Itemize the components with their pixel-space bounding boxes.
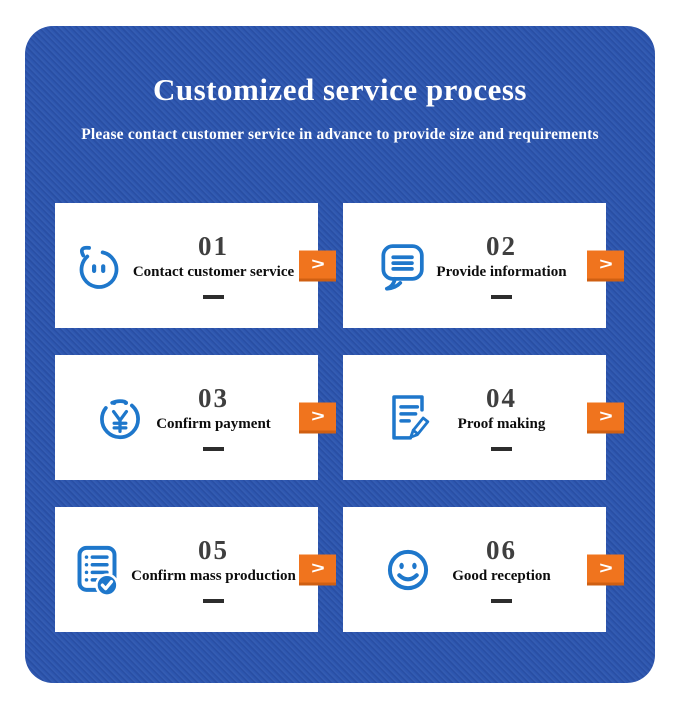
underline-dash: [203, 294, 224, 299]
next-step-arrow-button[interactable]: >: [299, 250, 336, 281]
smiley-face-icon: [380, 542, 436, 598]
step-number: 04: [486, 383, 517, 414]
step-number: 01: [198, 231, 229, 262]
step-number: 06: [486, 535, 517, 566]
chevron-right-icon: >: [310, 558, 325, 578]
next-step-arrow-button[interactable]: >: [587, 554, 624, 585]
step-label: Contact customer service: [132, 263, 295, 280]
document-pencil-icon: [380, 390, 436, 446]
page-subtitle: Please contact customer service in advan…: [81, 126, 599, 143]
next-step-arrow-button[interactable]: >: [299, 402, 336, 433]
step-label: Confirm payment: [156, 415, 271, 432]
underline-dash: [203, 446, 224, 451]
checklist-check-icon: [69, 542, 125, 598]
page-title: Customized service process: [152, 72, 527, 107]
step-number: 05: [198, 535, 229, 566]
step-card: 04 Proof making >: [343, 355, 624, 480]
step-card: 03 Confirm payment >: [55, 355, 336, 480]
next-step-arrow-button[interactable]: >: [587, 402, 624, 433]
chevron-right-icon: >: [310, 406, 325, 426]
underline-dash: [203, 598, 224, 603]
step-card: 05 Confirm mass production >: [55, 507, 336, 632]
step-number: 03: [198, 383, 229, 414]
underline-dash: [491, 598, 512, 603]
yuan-coin-icon: [92, 390, 148, 446]
step-number: 02: [485, 231, 517, 262]
steps-grid: 01 Contact customer service > 02 Provide…: [25, 203, 655, 632]
underline-dash: [491, 446, 512, 451]
step-label: Provide information: [436, 263, 567, 280]
chevron-right-icon: >: [598, 406, 613, 426]
next-step-arrow-button[interactable]: >: [299, 554, 336, 585]
chevron-right-icon: >: [310, 254, 325, 274]
chevron-right-icon: >: [598, 558, 613, 578]
step-label: Good reception: [452, 567, 551, 584]
underline-dash: [490, 294, 512, 299]
speech-bubble-lines-icon: [374, 238, 430, 294]
step-card: 06 Good reception >: [343, 507, 624, 632]
chat-face-icon: [71, 238, 127, 294]
step-label: Proof making: [457, 415, 546, 432]
step-card: 01 Contact customer service >: [55, 203, 336, 328]
step-card: 02 Provide information >: [343, 203, 624, 328]
chevron-right-icon: >: [598, 254, 613, 274]
next-step-arrow-button[interactable]: >: [587, 250, 624, 281]
blue-panel: Customized service process Please contac…: [25, 26, 655, 683]
step-label: Confirm mass production: [131, 567, 296, 584]
